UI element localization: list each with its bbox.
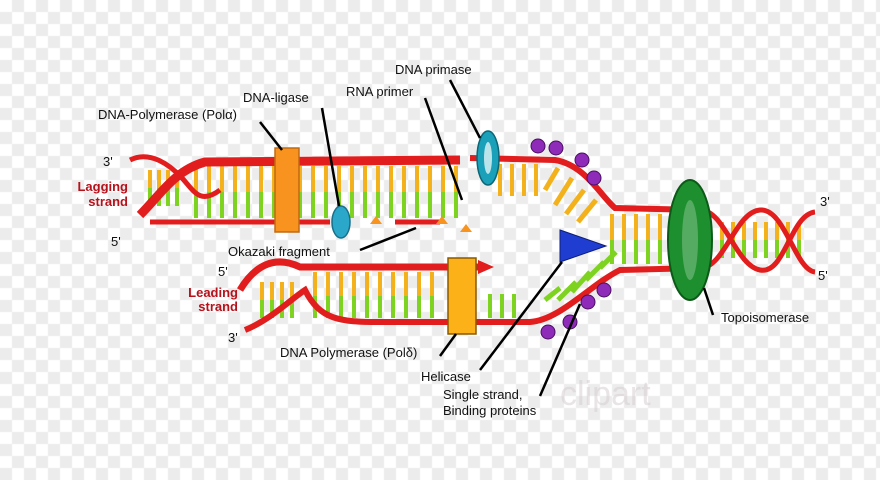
ssb-protein (596, 282, 612, 298)
ssb-protein (540, 324, 556, 340)
rna-primer-marks (370, 216, 472, 232)
ssb-protein (548, 140, 564, 156)
label-topoisomerase: Topoisomerase (721, 310, 809, 325)
label-lagging-line1: Lagging (77, 179, 128, 194)
label-5prime-top-left: 5' (111, 234, 121, 249)
label-lagging-line2: strand (88, 194, 128, 209)
label-okazaki-fragment: Okazaki fragment (228, 244, 330, 259)
dna-polymerase-alpha-block (274, 147, 300, 233)
dna-primase-ring-hole (484, 142, 492, 174)
helicase-wedge (559, 229, 608, 263)
watermark: clipart (560, 375, 651, 413)
label-leading-line1: Leading (188, 285, 238, 300)
label-dna-polymerase-alpha: DNA-Polymerase (Polα) (98, 107, 237, 122)
base-pair-rung (598, 250, 618, 270)
label-5prime-right: 5' (818, 268, 828, 283)
label-helicase: Helicase (421, 369, 471, 384)
label-3prime-top-left: 3' (103, 154, 113, 169)
ssb-protein (530, 138, 546, 154)
base-pair-rung (552, 176, 575, 207)
base-pair-rung (576, 198, 598, 224)
label-leading-line2: strand (198, 299, 238, 314)
leading-strand-backbone (236, 258, 701, 333)
base-pair-rung (564, 188, 586, 216)
base-pair-rung (542, 166, 561, 192)
dna-polymerase-delta-block (447, 257, 477, 335)
label-rna-primer: RNA primer (346, 84, 414, 99)
label-3prime-right: 3' (820, 194, 830, 209)
ssb-protein (586, 170, 602, 186)
topoisomerase-ring-inner (682, 200, 698, 280)
label-5prime-bottom-left: 5' (218, 264, 228, 279)
label-dna-ligase: DNA-ligase (243, 90, 309, 105)
label-3prime-bottom-left: 3' (228, 330, 238, 345)
label-dna-primase: DNA primase (395, 62, 472, 77)
label-pointer-lines (259, 79, 715, 397)
label-dna-polymerase-delta: DNA Polymerase (Polδ) (280, 345, 417, 360)
label-ssb-line2: Binding proteins (443, 403, 537, 418)
base-pair-rung (543, 286, 562, 302)
right-double-helix (699, 207, 816, 275)
label-ssb-line1: Single strand, (443, 387, 523, 402)
base-pair-rung (556, 280, 578, 302)
base-pair-rung (570, 270, 592, 294)
ssb-protein (580, 294, 596, 310)
single-strand-binding-proteins (530, 138, 612, 340)
ssb-protein (574, 152, 590, 168)
topoisomerase-ring (667, 179, 713, 301)
dna-ligase-shape (331, 205, 351, 239)
